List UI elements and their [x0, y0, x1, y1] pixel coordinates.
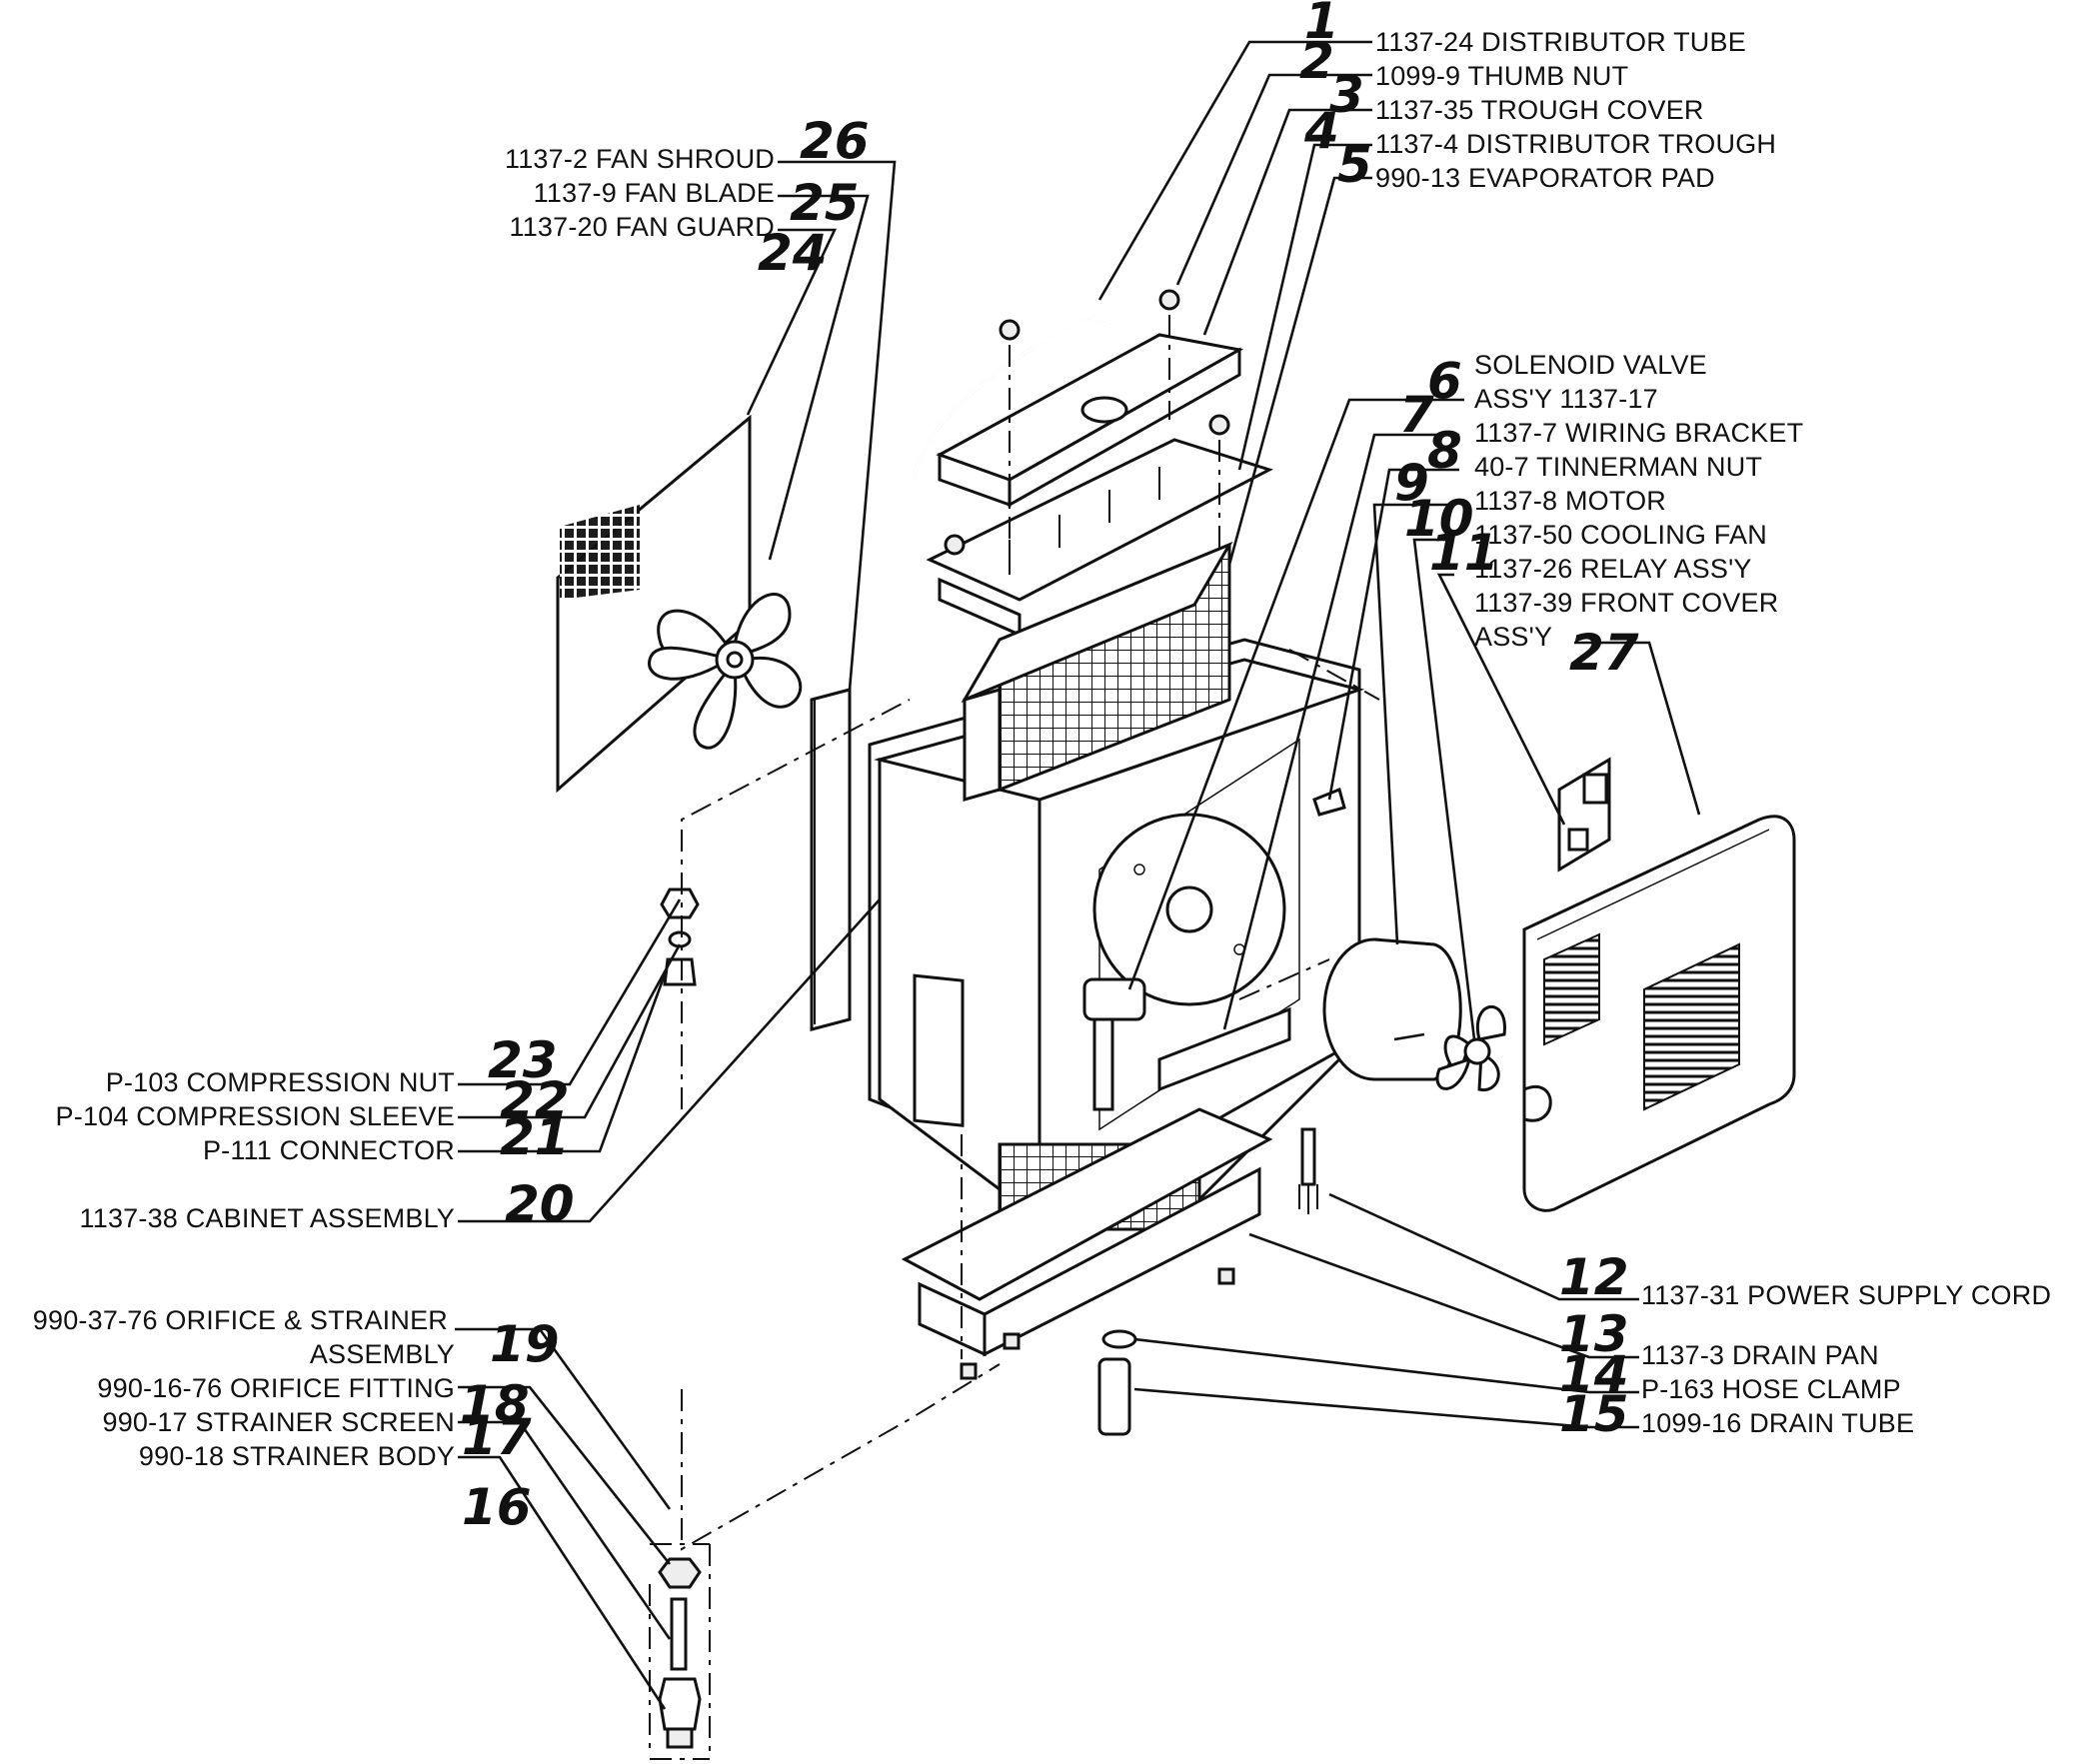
- part-number-27: 27: [1569, 624, 1639, 682]
- label-part-4: 1137-4 DISTRIBUTOR TROUGH: [1375, 129, 1776, 159]
- part-number-23: 23: [488, 1031, 558, 1089]
- label-part-12: 1137-31 POWER SUPPLY CORD: [1641, 1280, 2051, 1310]
- label-part-17: 990-17 STRAINER SCREEN: [102, 1407, 455, 1437]
- label-part-3: 1137-35 TROUGH COVER: [1375, 95, 1704, 125]
- part-number-2: 2: [1299, 32, 1334, 90]
- distributor-trough-drawing: [926, 438, 1273, 638]
- part-number-24: 24: [758, 224, 828, 282]
- label-part-11: 1137-26 RELAY ASS'Y: [1474, 554, 1752, 584]
- label-part-5: 990-13 EVAPORATOR PAD: [1375, 163, 1715, 193]
- label-part-27-line2: ASS'Y: [1474, 622, 1552, 652]
- part-number-12: 12: [1559, 1248, 1629, 1306]
- label-part-6: SOLENOID VALVE: [1474, 350, 1707, 380]
- fan-shroud-drawing: [810, 688, 852, 1031]
- part-number-15: 15: [1559, 1385, 1629, 1443]
- label-part-19: 990-37-76 ORIFICE & STRAINER: [33, 1305, 448, 1335]
- relay-drawing: [1557, 757, 1611, 873]
- label-part-19-line2: ASSEMBLY: [310, 1339, 455, 1369]
- part-number-25: 25: [790, 174, 860, 232]
- leader-lines: [455, 40, 1701, 1710]
- power-cord-drawing: [1298, 1127, 1318, 1214]
- part-number-1: 1: [1304, 0, 1339, 50]
- part-number-14: 14: [1559, 1345, 1629, 1403]
- part-number-5: 5: [1337, 136, 1372, 194]
- trough-cover-drawing: [936, 333, 1244, 508]
- part-number-20: 20: [505, 1175, 575, 1233]
- label-part-23: P-103 COMPRESSION NUT: [106, 1067, 455, 1097]
- part-number-11: 11: [1429, 524, 1499, 582]
- label-part-20: 1137-38 CABINET ASSEMBLY: [80, 1203, 455, 1233]
- centerlines: [649, 315, 1380, 1760]
- part-number-13: 13: [1559, 1305, 1629, 1363]
- part-labels: 1137-24 DISTRIBUTOR TUBE 1099-9 THUMB NU…: [33, 27, 2051, 1471]
- label-part-15: 1099-16 DRAIN TUBE: [1641, 1408, 1914, 1438]
- part-number-6: 6: [1427, 352, 1462, 410]
- strainer-drawing: [658, 1557, 702, 1749]
- drain-pan-drawing: [901, 1107, 1273, 1357]
- label-part-26: 1137-2 FAN SHROUD: [505, 144, 775, 174]
- label-part-2: 1099-9 THUMB NUT: [1375, 61, 1628, 91]
- label-part-7: 1137-7 WIRING BRACKET: [1474, 418, 1803, 448]
- label-part-10: 1137-50 COOLING FAN: [1474, 520, 1767, 550]
- fan-guard-drawing: [556, 414, 752, 794]
- label-part-27: 1137-39 FRONT COVER: [1474, 588, 1778, 618]
- label-part-18: 990-16-76 ORIFICE FITTING: [97, 1373, 455, 1403]
- label-part-16: 990-18 STRAINER BODY: [139, 1441, 455, 1471]
- fittings-drawing: [660, 887, 700, 986]
- part-numbers: 1 2 3 4 5 6 7 8 9 10 11 27 12 13 14 15 2…: [460, 0, 1639, 1536]
- label-part-6-line2: ASS'Y 1137-17: [1474, 384, 1658, 414]
- part-number-26: 26: [800, 112, 870, 170]
- label-part-14: P-163 HOSE CLAMP: [1641, 1374, 1901, 1404]
- label-part-13: 1137-3 DRAIN PAN: [1641, 1340, 1879, 1370]
- motor-drawing: [1322, 937, 1462, 1081]
- parts-drawing: [556, 289, 1796, 1749]
- label-part-8: 40-7 TINNERMAN NUT: [1474, 452, 1762, 482]
- label-part-9: 1137-8 MOTOR: [1474, 486, 1666, 516]
- part-number-19: 19: [490, 1315, 560, 1373]
- front-cover-drawing: [1522, 815, 1796, 1212]
- label-part-22: P-104 COMPRESSION SLEEVE: [56, 1101, 455, 1131]
- part-number-3: 3: [1329, 66, 1364, 124]
- part-number-4: 4: [1303, 102, 1339, 160]
- label-part-1: 1137-24 DISTRIBUTOR TUBE: [1375, 27, 1746, 57]
- label-part-25: 1137-9 FAN BLADE: [534, 178, 775, 208]
- part-number-10: 10: [1404, 490, 1474, 548]
- label-part-21: P-111 CONNECTOR: [203, 1135, 455, 1165]
- cooling-fan-drawing: [1435, 1005, 1506, 1091]
- fan-blade-drawing: [648, 593, 803, 750]
- part-number-7: 7: [1399, 386, 1434, 444]
- part-number-9: 9: [1394, 454, 1429, 512]
- part-number-22: 22: [500, 1071, 570, 1129]
- part-number-17: 17: [462, 1408, 532, 1466]
- part-number-18: 18: [460, 1375, 530, 1433]
- evaporator-pad-drawing: [961, 541, 1233, 802]
- part-number-16: 16: [462, 1478, 532, 1536]
- label-part-24: 1137-20 FAN GUARD: [509, 212, 775, 242]
- part-number-8: 8: [1427, 422, 1462, 480]
- part-number-21: 21: [500, 1108, 570, 1166]
- thumb-nuts-drawing: [944, 289, 1230, 556]
